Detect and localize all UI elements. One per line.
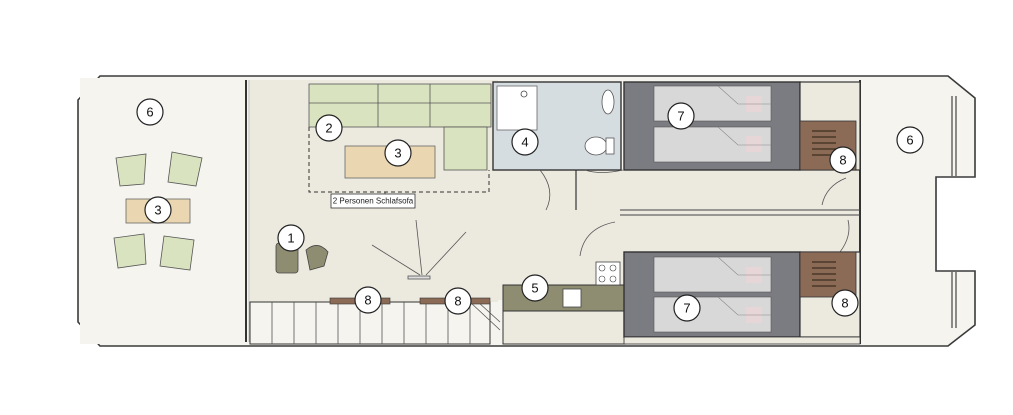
marker-storage-top: 8 [829,146,857,174]
marker-deck-front-table: 3 [144,196,172,224]
wardrobe-top [799,120,857,171]
marker-sofa: 2 [315,114,343,142]
svg-text:7: 7 [677,109,684,124]
svg-text:7: 7 [683,301,690,316]
svg-text:2: 2 [325,121,332,136]
sofa-label-box [330,193,416,209]
kitchen-sink [562,288,582,308]
marker-armchairs: 1 [277,224,305,252]
storage-top-door-swing [821,177,847,206]
chair [167,151,203,187]
svg-text:3: 3 [394,146,401,161]
svg-text:8: 8 [454,294,461,309]
marker-stairs-right: 8 [444,287,472,315]
rear-deck-area [860,80,934,344]
marker-cabin-top: 7 [667,102,695,130]
marker-bathroom: 4 [511,128,539,156]
marker-storage-bottom: 8 [831,289,859,317]
svg-text:4: 4 [521,135,528,150]
marker-deck-front: 6 [136,98,164,126]
pillow [746,136,762,152]
svg-text:1: 1 [287,231,294,246]
chair [113,233,147,269]
marker-deck-rear: 6 [896,126,924,154]
sofa-label: 2 Personen Schlafsofa [333,197,414,206]
marker-saloon-table: 3 [384,139,412,167]
svg-text:5: 5 [531,281,538,296]
washbasin [601,89,615,115]
svg-text:6: 6 [146,105,153,120]
svg-text:6: 6 [906,133,913,148]
marker-kitchen: 5 [521,274,549,302]
cabin-top-door-swing [584,169,624,173]
marker-cabin-bottom: 7 [673,294,701,322]
kitchen-hob [595,261,621,286]
helm-view-lines [371,219,467,280]
storage-bottom-door-swing [839,219,850,253]
toilet [584,136,608,156]
svg-text:8: 8 [364,293,371,308]
svg-text:8: 8 [839,153,846,168]
svg-text:8: 8 [841,296,848,311]
marker-stairs-left: 8 [354,286,382,314]
front-deck-chairs [113,151,203,271]
sofa-bed-outline [308,127,490,193]
svg-text:3: 3 [154,203,161,218]
chair [159,235,195,271]
bath-door-swing [539,169,551,211]
cabin-bottom-door-swing [579,221,616,257]
shower-tray [496,85,538,131]
chair [115,153,147,187]
